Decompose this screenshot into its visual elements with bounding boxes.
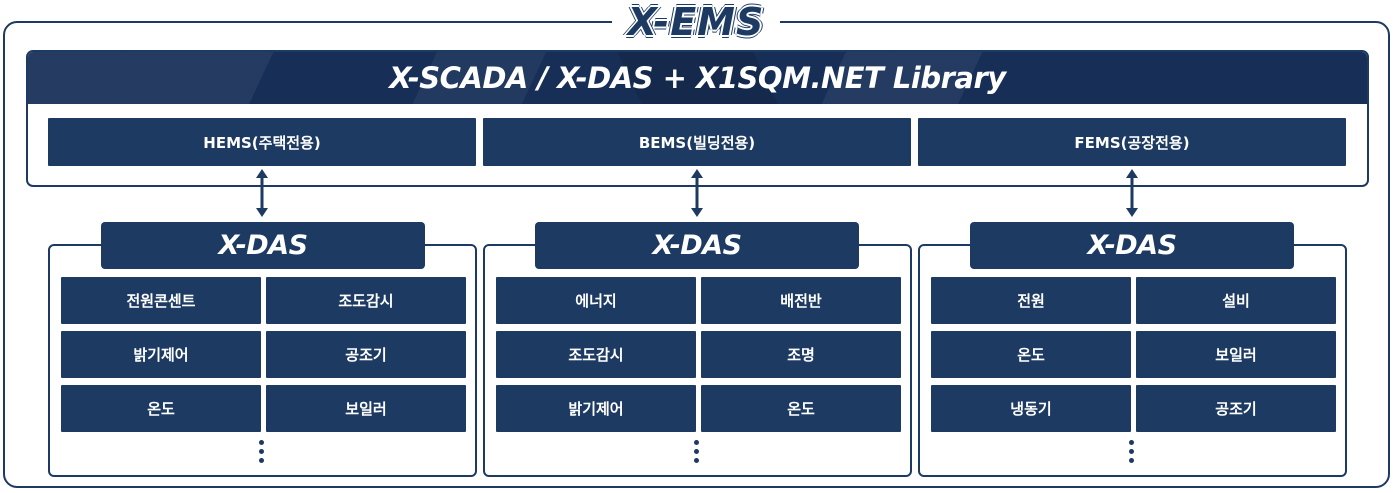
platform-banner: X-SCADA / X-DAS + X1SQM.NET Library <box>28 52 1367 104</box>
das-title: X-DAS <box>652 230 742 261</box>
das-item: 조도감시 <box>496 331 696 378</box>
das-item: 조도감시 <box>266 277 466 324</box>
title-box: X-EMS <box>612 0 780 44</box>
more-dots-icon <box>694 440 700 466</box>
das-item: 밝기제어 <box>496 385 696 432</box>
das-item: 조명 <box>701 331 901 378</box>
more-dots-icon <box>1129 440 1135 466</box>
das-item: 온도 <box>701 385 901 432</box>
fems-box: FEMS(공장전용) <box>918 118 1346 166</box>
diagram-title: X-EMS <box>627 0 765 44</box>
double-arrow-icon <box>256 169 268 217</box>
das-item: 공조기 <box>266 331 466 378</box>
double-arrow-icon <box>691 169 703 217</box>
more-dots-icon <box>259 440 265 466</box>
das-item: 보일러 <box>1136 331 1336 378</box>
bems-box: BEMS(빌딩전용) <box>483 118 911 166</box>
das-header-2: X-DAS <box>535 222 859 269</box>
das-item: 온도 <box>931 331 1131 378</box>
das-title: X-DAS <box>1087 230 1177 261</box>
das-item: 설비 <box>1136 277 1336 324</box>
das-item: 온도 <box>61 385 261 432</box>
das-item: 냉동기 <box>931 385 1131 432</box>
double-arrow-icon <box>1126 169 1138 217</box>
das-header-3: X-DAS <box>970 222 1294 269</box>
das-item: 공조기 <box>1136 385 1336 432</box>
platform-title: X-SCADA / X-DAS + X1SQM.NET Library <box>389 61 1006 95</box>
hems-box: HEMS(주택전용) <box>48 118 476 166</box>
das-item: 전원 <box>931 277 1131 324</box>
das-item: 보일러 <box>266 385 466 432</box>
das-header-1: X-DAS <box>101 222 425 269</box>
das-item: 전원콘센트 <box>61 277 261 324</box>
das-title: X-DAS <box>218 230 308 261</box>
das-item: 배전반 <box>701 277 901 324</box>
das-item: 밝기제어 <box>61 331 261 378</box>
das-item: 에너지 <box>496 277 696 324</box>
